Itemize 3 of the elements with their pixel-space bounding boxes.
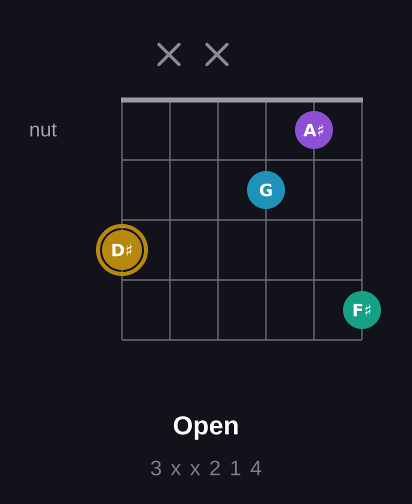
fingering-text: 3 x x 2 1 4	[151, 460, 262, 476]
chord-title: Open	[174, 416, 238, 440]
fret-label: nut	[30, 123, 57, 137]
